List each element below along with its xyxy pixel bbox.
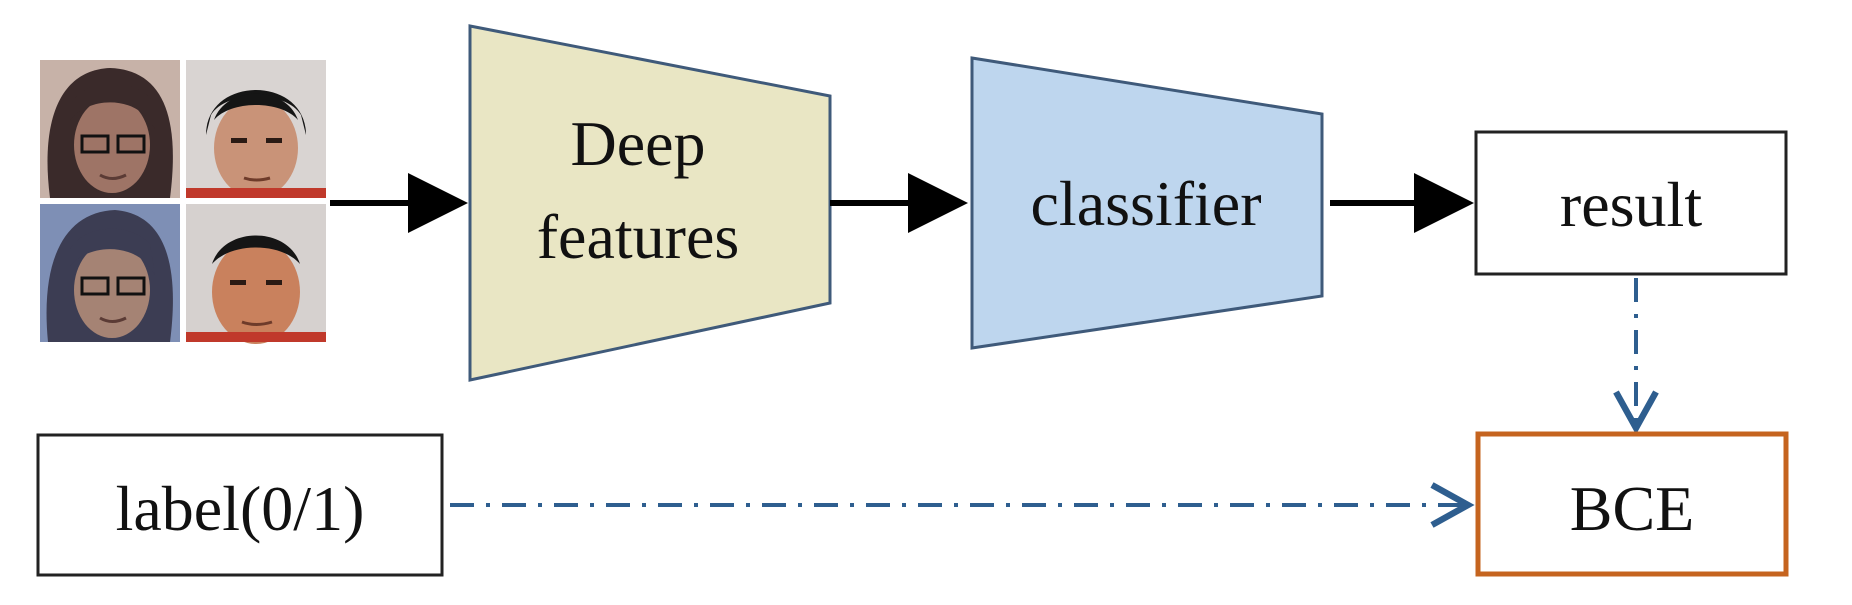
face-image [186, 204, 326, 344]
deep-features-label-line1: Deep [570, 108, 705, 179]
face-image [40, 204, 180, 342]
result-label: result [1560, 169, 1702, 240]
classifier-label: classifier [1031, 168, 1262, 239]
label-box: label(0/1) [36, 433, 444, 577]
label-box-text: label(0/1) [116, 473, 365, 544]
bce-loss-box: BCE [1475, 431, 1789, 577]
deep-features-label-line2: features [537, 201, 740, 272]
result-box: result [1474, 130, 1788, 276]
bce-label: BCE [1570, 473, 1694, 544]
face-image [40, 60, 180, 198]
face-image-grid [40, 60, 326, 344]
classifier-block: classifier [970, 56, 1324, 350]
face-image [186, 60, 326, 198]
deep-features-block: Deep features [468, 24, 832, 382]
